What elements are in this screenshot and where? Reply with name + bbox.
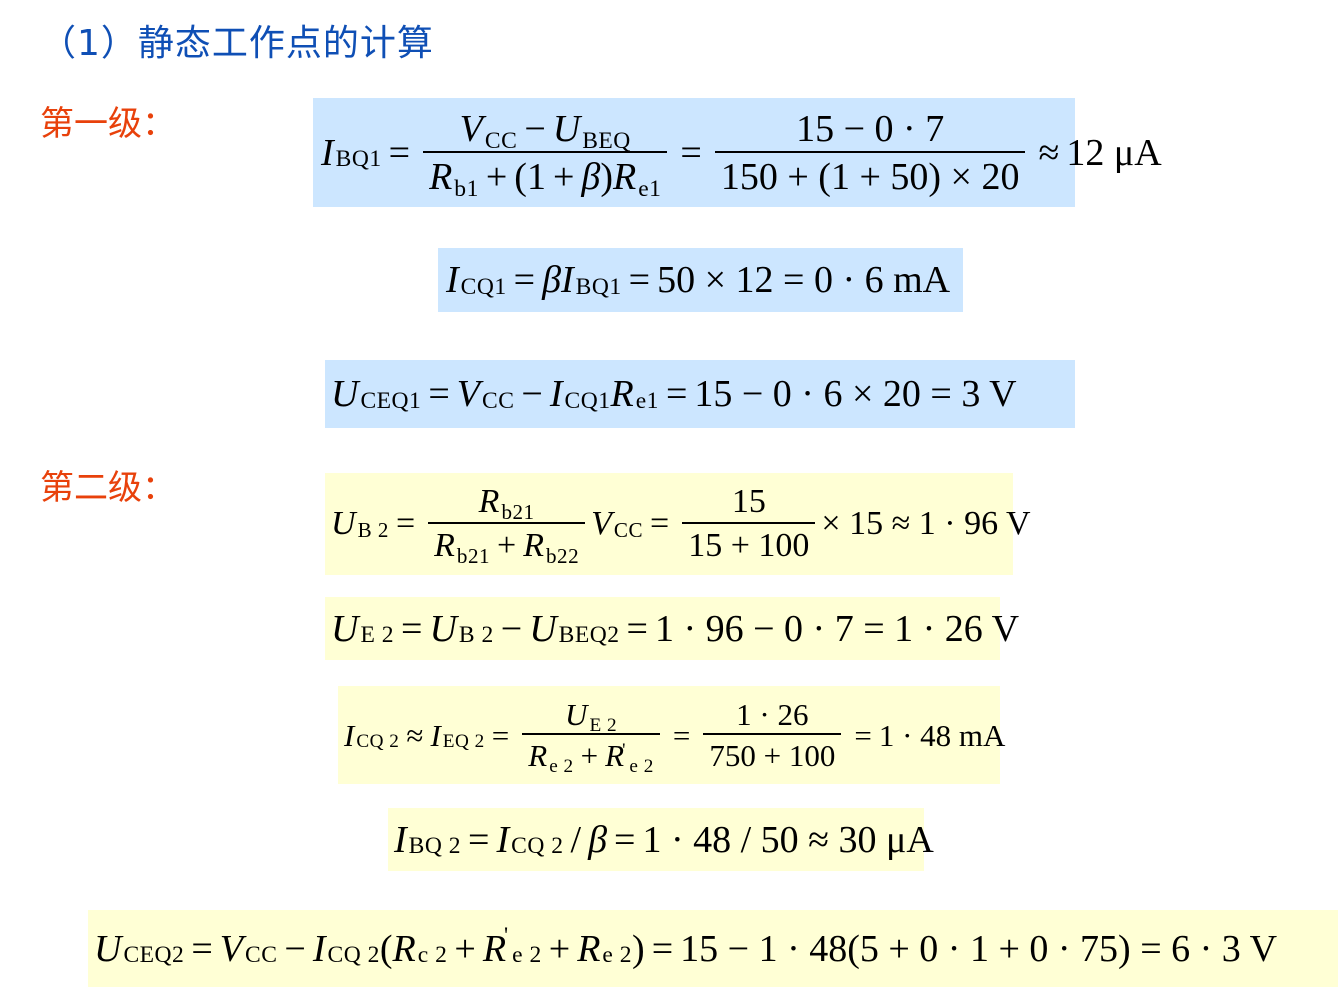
stage1-label: 第一级： [40,104,176,144]
fraction-numeric: 1 · 26 750 + 100 [703,699,842,771]
fraction-numeric: 15 − 0 · 7 150 + (1 + 50) × 20 [714,110,1026,196]
fraction-divider: Rb21 Rb21+Rb22 [428,485,586,566]
stage2-label: 第二级： [40,468,176,508]
section-title: （1）静态工作点的计算 [40,23,434,64]
fraction-numeric: 15 15 + 100 [682,485,816,563]
fraction-symbolic: VCC−UBEQ Rb1+(1+β)Re1 [423,110,668,201]
